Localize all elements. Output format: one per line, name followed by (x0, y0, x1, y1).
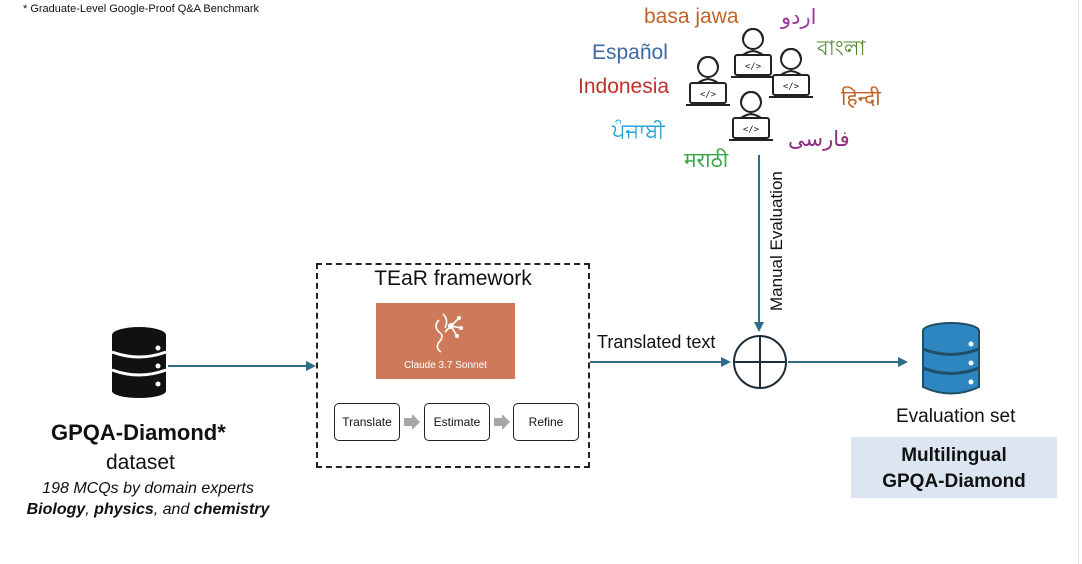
claude-model-box (376, 303, 515, 379)
right-border (1078, 0, 1079, 564)
step-refine: Refine (513, 403, 579, 441)
dataset-name: GPQA-Diamond* (51, 420, 226, 445)
plus-circle-icon (733, 335, 787, 389)
database-icon (111, 327, 167, 398)
person-coder-icon (728, 91, 774, 141)
arrow-to-output (788, 357, 908, 367)
dataset-desc-line1: 198 MCQs by domain experts (42, 480, 254, 497)
gray-arrow-icon (404, 414, 420, 430)
people-coders-icon: </> (685, 28, 814, 141)
arrow-translated-text (590, 357, 731, 367)
result-title: Multilingual GPQA-Diamond (851, 443, 1057, 495)
translated-text-label: Translated text (597, 332, 716, 352)
lang-urdu: اردو (781, 6, 817, 29)
lang-farsi: فارسی (788, 128, 850, 151)
person-coder-icon (685, 56, 731, 106)
person-coder-icon (730, 28, 776, 78)
subject-chemistry: chemistry (193, 501, 270, 518)
manual-evaluation-label: Manual Evaluation (767, 171, 786, 311)
lang-punjabi: ਪੰਜਾਬੀ (612, 120, 665, 143)
dataset-sub: dataset (106, 451, 175, 474)
result-line1: Multilingual (901, 445, 1007, 466)
result-line2: GPQA-Diamond (882, 471, 1026, 492)
arrow-to-framework (168, 361, 316, 371)
footnote: * Graduate-Level Google-Proof Q&A Benchm… (23, 3, 260, 15)
claude-logo-icon (435, 313, 463, 353)
subject-biology: Biology (26, 501, 86, 518)
person-coder-icon (768, 48, 814, 98)
lang-indonesia: Indonesia (578, 75, 670, 98)
step-estimate: Estimate (424, 403, 490, 441)
tear-framework-box (316, 263, 590, 468)
subject-physics: physics (94, 501, 154, 518)
lang-hindi: हिन्दी (841, 87, 881, 110)
manual-eval-arrow (754, 155, 764, 332)
lang-basa-jawa: basa jawa (644, 5, 739, 28)
lang-marathi: मराठी (684, 149, 729, 172)
result-box (851, 437, 1057, 498)
dataset-desc-line2: Biology, physics, and chemistry (26, 501, 270, 518)
framework-title: TEaR framework (374, 267, 532, 290)
database-icon (922, 322, 980, 395)
lang-espanol: Español (592, 41, 668, 64)
gray-arrow-icon (494, 414, 510, 430)
evaluation-set-label: Evaluation set (896, 406, 1016, 427)
claude-model-label: Claude 3.7 Sonnet (404, 360, 487, 371)
step-translate: Translate (334, 403, 400, 441)
lang-bangla: বাংলা (817, 37, 866, 60)
